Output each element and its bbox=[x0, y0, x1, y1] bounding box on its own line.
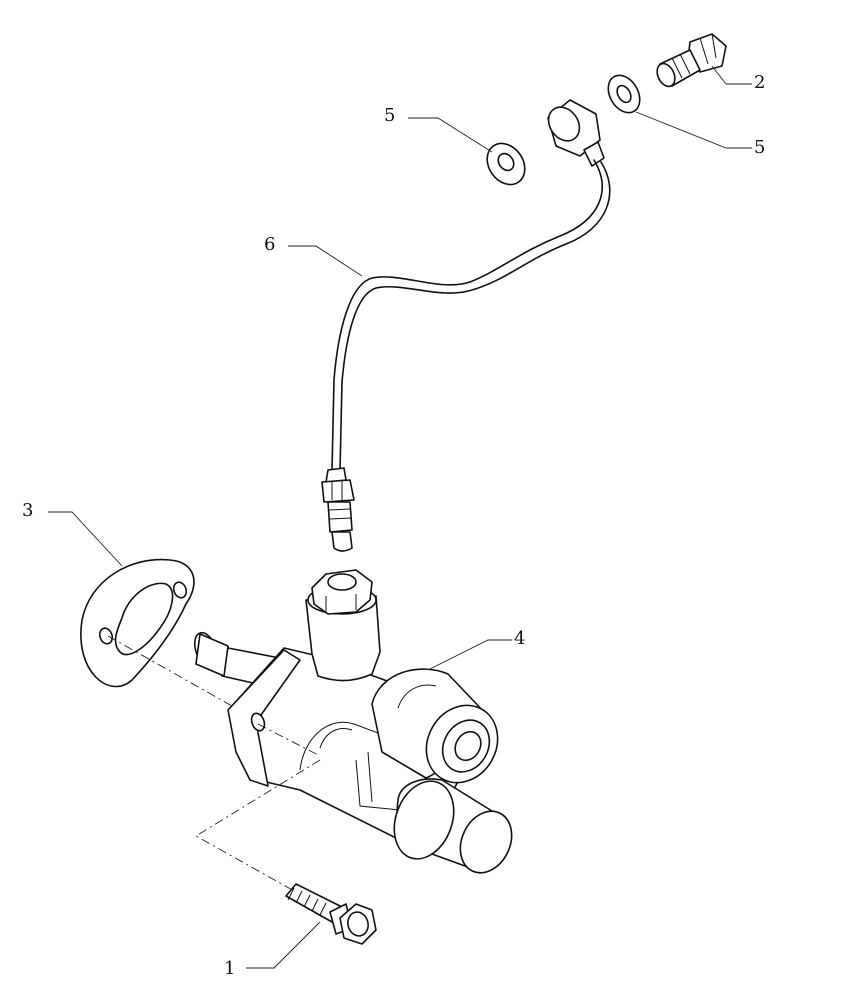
leader-5-right bbox=[635, 111, 752, 149]
callout-labels: 2 5 5 6 3 4 1 bbox=[22, 72, 765, 979]
leader-3 bbox=[48, 511, 123, 567]
callout-5-right: 5 bbox=[754, 137, 765, 158]
bolt bbox=[285, 883, 377, 945]
callout-2: 2 bbox=[754, 72, 765, 93]
fuel-pipe bbox=[321, 99, 611, 552]
callout-5-left: 5 bbox=[384, 105, 395, 126]
washer-right bbox=[607, 74, 641, 114]
leader-6 bbox=[288, 245, 363, 277]
callout-6: 6 bbox=[264, 234, 275, 255]
leader-5-left bbox=[408, 117, 493, 153]
leader-lines bbox=[48, 65, 752, 969]
leader-1 bbox=[246, 921, 321, 969]
fuel-pump bbox=[193, 569, 513, 874]
callout-3: 3 bbox=[22, 500, 33, 521]
callout-4: 4 bbox=[514, 628, 525, 649]
leader-4 bbox=[427, 639, 512, 671]
alignment-lines bbox=[107, 635, 321, 893]
washer-left bbox=[486, 142, 526, 186]
callout-1: 1 bbox=[224, 958, 235, 979]
banjo-bolt bbox=[656, 33, 727, 88]
gasket bbox=[80, 558, 195, 688]
